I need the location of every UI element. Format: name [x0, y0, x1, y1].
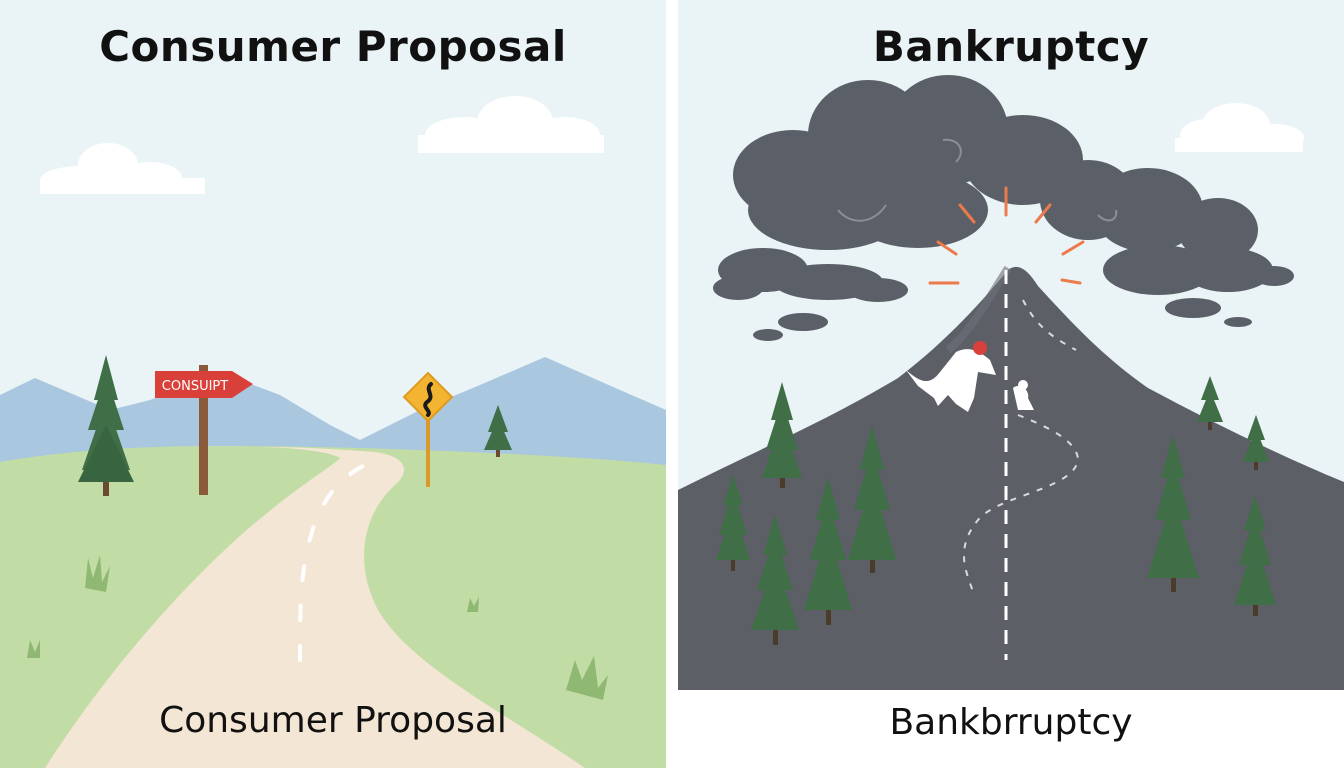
consumer-proposal-panel: CONSUIPT Consumer Proposal Consumer Prop… [0, 0, 666, 768]
pine-tree [716, 475, 750, 571]
winding-trail [963, 299, 1080, 593]
pine-tree [751, 515, 799, 645]
bankruptcy-scene [678, 0, 1344, 768]
climbing-figure [906, 341, 1034, 412]
cloud-swirl-1 [942, 138, 962, 163]
panel-divider [666, 0, 678, 768]
left-cloud-2 [418, 96, 604, 153]
winding-road-icon [423, 382, 433, 417]
signpost-label: CONSUIPT [162, 379, 228, 394]
pine-tree-small [484, 405, 512, 457]
grass-tufts [27, 555, 608, 700]
pine-tree [1147, 435, 1199, 592]
right-caption-strip [678, 690, 1344, 768]
signpost: CONSUIPT [155, 365, 253, 495]
pine-tree [1197, 376, 1223, 430]
lightning-marks [928, 186, 1085, 285]
warning-sign [402, 371, 454, 487]
storm-cloud [713, 75, 1294, 341]
bankruptcy-caption: Bankbrruptcy [889, 702, 1133, 743]
consumer-proposal-caption: Consumer Proposal [159, 700, 507, 741]
pine-tree [762, 382, 802, 488]
mountain-ridge [945, 265, 1012, 354]
right-cloud-white [1175, 103, 1304, 152]
pine-trees [716, 376, 1276, 645]
signpost-arrow [155, 371, 253, 398]
bankruptcy-panel: Bankruptcy Bankbrruptcy [678, 0, 1344, 768]
road-center-line [298, 463, 367, 662]
dark-mountain [678, 266, 1344, 690]
winding-road [45, 447, 585, 768]
signpost-pole [199, 365, 208, 495]
pine-tree [804, 478, 852, 625]
consumer-proposal-title: Consumer Proposal [99, 22, 567, 71]
pine-tree-left [78, 355, 134, 496]
pine-tree [848, 425, 896, 573]
pine-tree [1234, 495, 1276, 616]
pine-tree [1243, 415, 1269, 470]
bankruptcy-title: Bankruptcy [872, 22, 1150, 71]
cloud-swirl-2 [837, 204, 887, 222]
left-cloud-1 [40, 143, 205, 194]
consumer-proposal-scene: CONSUIPT [0, 0, 666, 768]
cloud-swirl-3 [1097, 209, 1118, 222]
